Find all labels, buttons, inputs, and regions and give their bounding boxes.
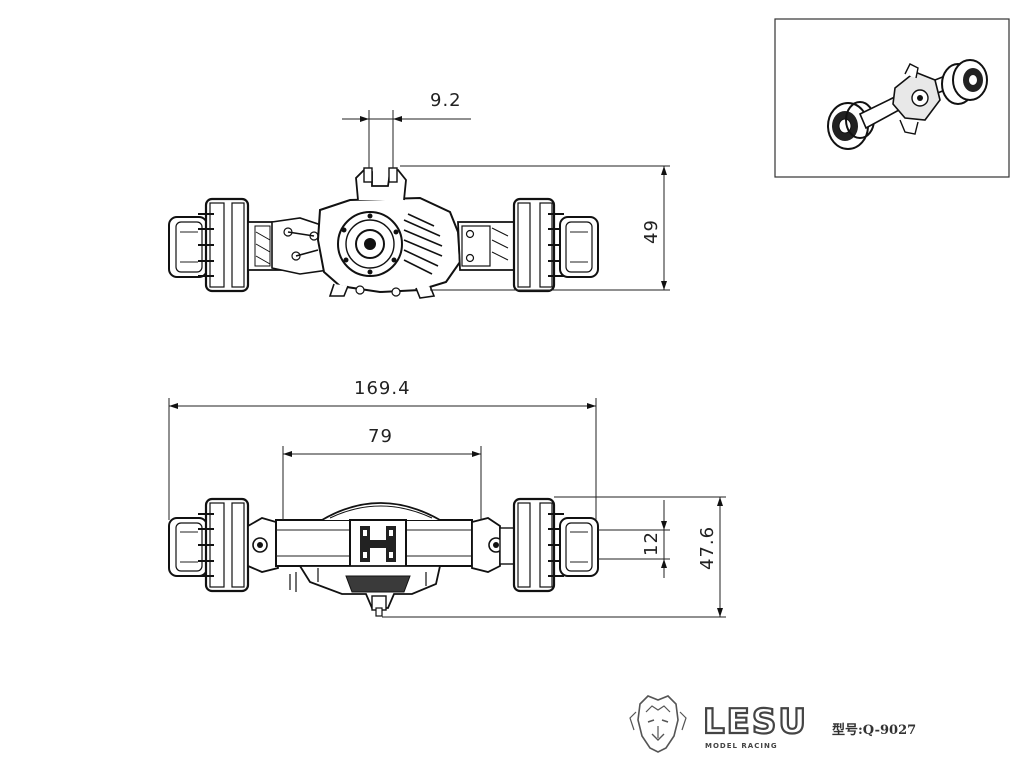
lion-head-icon (629, 695, 687, 753)
dim-label-hub-height: 12 (641, 531, 662, 556)
axle-top-view (168, 167, 599, 299)
dimension-top-height: 49 (400, 165, 670, 291)
dimension-side-height: 47.6 (382, 496, 726, 618)
brand-logo-text: LESU (703, 702, 808, 742)
dim-label-top-gap: 9.2 (430, 90, 462, 111)
dim-label-side-height: 47.6 (697, 526, 718, 570)
dim-label-total-width: 169.4 (354, 378, 411, 399)
preview-inset (774, 18, 1010, 178)
dimension-total-width: 169.4 (168, 378, 597, 520)
dimension-inner-width: 79 (282, 426, 482, 520)
brand-subtitle: MODEL RACING (705, 742, 778, 750)
axle-side-view (168, 497, 599, 617)
model-number: 型号:Q-9027 (832, 722, 916, 738)
dimension-top-gap: 9.2 (342, 90, 471, 168)
axle-3d-preview (827, 59, 988, 150)
dim-label-inner-width: 79 (368, 426, 393, 447)
brand-block: LESU MODEL RACING 型号:Q-9027 (629, 695, 916, 753)
dimension-hub-height: 12 (598, 500, 670, 578)
dim-label-top-height: 49 (641, 219, 662, 244)
